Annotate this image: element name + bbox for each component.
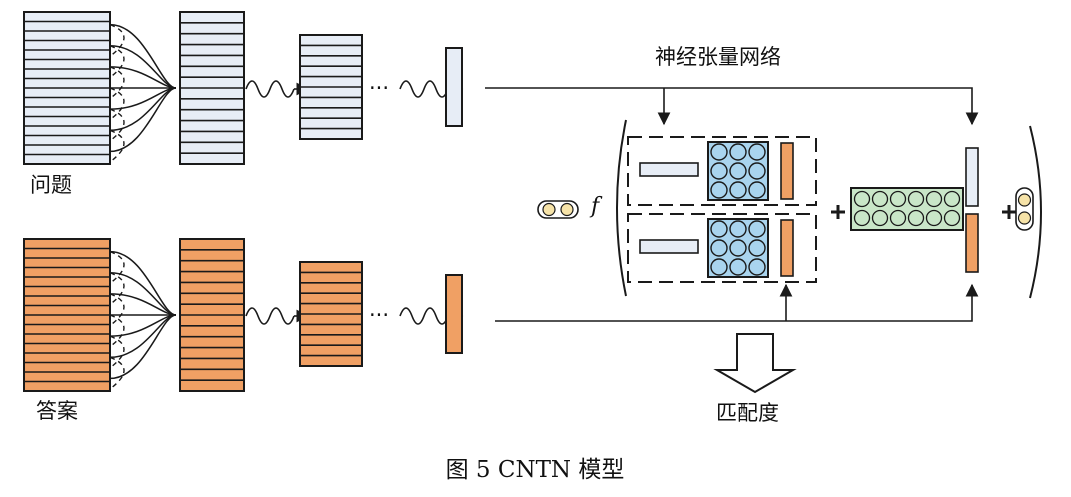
slice-2-tensor-cell xyxy=(729,239,747,257)
linear-weight-cell xyxy=(925,209,943,227)
slice-1-dashed-box xyxy=(627,136,817,206)
slice-1-tensor-cell xyxy=(710,181,728,199)
question-solid-link xyxy=(109,23,177,89)
question-dashed-link xyxy=(109,129,125,163)
answer-vector xyxy=(445,274,463,354)
answer-solid-link xyxy=(109,250,177,316)
slice-2-tensor-cell xyxy=(729,220,747,238)
slice-2-tensor-cell xyxy=(710,239,728,257)
question-wave-2 xyxy=(399,80,449,98)
concat-answer-vector xyxy=(965,213,979,273)
answer-dashed-link xyxy=(109,293,125,327)
slice-2-tensor-cell xyxy=(710,258,728,276)
concat-question-vector xyxy=(965,147,979,207)
slice-1-tensor-cell xyxy=(748,181,766,199)
linear-weight-cell xyxy=(943,190,961,208)
question-solid-link xyxy=(109,87,177,153)
linear-weight-cell xyxy=(871,209,889,227)
answer-dashed-link xyxy=(109,356,125,390)
slice-2-tensor-cell xyxy=(748,220,766,238)
answer-solid-link xyxy=(109,314,177,337)
ellipsis-question: ··· xyxy=(369,76,389,100)
slice-1-tensor-cell xyxy=(729,162,747,180)
slice-1-tensor-cell xyxy=(710,162,728,180)
slice-1-tensor-cell xyxy=(729,181,747,199)
ellipsis-answer: ··· xyxy=(369,303,389,327)
linear-weight-cell xyxy=(889,190,907,208)
slice-2-question-vector xyxy=(639,239,699,254)
slice-1-question-vector xyxy=(639,162,699,177)
linear-weight-cell xyxy=(871,190,889,208)
answer-dashed-link xyxy=(109,335,125,369)
bias-circle xyxy=(1017,193,1032,207)
figure-caption: 图 5 CNTN 模型 xyxy=(446,457,625,483)
diagram-shapes xyxy=(23,11,1042,394)
slice-2-tensor-cell xyxy=(748,239,766,257)
question-dashed-link xyxy=(109,108,125,142)
match-degree-label: 匹配度 xyxy=(716,401,779,425)
answer-wave-1 xyxy=(245,307,295,325)
answer-solid-link xyxy=(109,293,177,316)
question-wave-1 xyxy=(245,80,295,98)
slice-1-answer-vector xyxy=(780,142,794,200)
answer-dashed-link xyxy=(109,272,125,305)
linear-weight-matrix xyxy=(850,187,964,231)
answer-dashed-link xyxy=(109,250,125,284)
f-input-circle xyxy=(542,202,556,217)
slice-1-tensor-cell xyxy=(748,143,766,161)
slice-1-tensor-cell xyxy=(710,143,728,161)
linear-weight-cell xyxy=(943,209,961,227)
right-parenthesis xyxy=(1029,125,1042,299)
slice-2-dashed-box xyxy=(627,213,817,283)
question-dashed-link xyxy=(109,23,125,57)
slice-2-tensor-cell xyxy=(729,258,747,276)
question-dashed-link xyxy=(109,87,125,121)
question-connector xyxy=(485,87,979,126)
slice-2-tensor-cell xyxy=(710,220,728,238)
linear-weight-cell xyxy=(889,209,907,227)
question-label: 问题 xyxy=(30,173,72,197)
linear-weight-cell xyxy=(853,209,871,227)
question-vector xyxy=(445,47,463,127)
answer-solid-link xyxy=(109,314,177,380)
tensor-network-label: 神经张量网络 xyxy=(655,45,781,69)
slice-1-tensor-cell xyxy=(748,162,766,180)
bias-circle xyxy=(1017,211,1032,225)
output-arrow xyxy=(713,333,797,394)
answer-label: 答案 xyxy=(36,399,78,423)
linear-weight-cell xyxy=(925,190,943,208)
answer-wave-2 xyxy=(399,307,449,325)
answer-dashed-link xyxy=(109,314,125,348)
left-parenthesis xyxy=(616,119,627,297)
question-dashed-link xyxy=(109,66,125,100)
answer-connector xyxy=(495,283,979,322)
linear-weight-cell xyxy=(907,209,925,227)
f-input-circle xyxy=(560,202,574,217)
question-dashed-link xyxy=(109,45,125,78)
question-solid-link xyxy=(109,66,177,89)
linear-weight-cell xyxy=(907,190,925,208)
question-solid-link xyxy=(109,87,177,110)
slice-2-answer-vector xyxy=(780,219,794,277)
slice-2-tensor-cell xyxy=(748,258,766,276)
f-symbol: f xyxy=(589,194,603,219)
slice-1-tensor-cell xyxy=(729,143,747,161)
linear-weight-cell xyxy=(853,190,871,208)
